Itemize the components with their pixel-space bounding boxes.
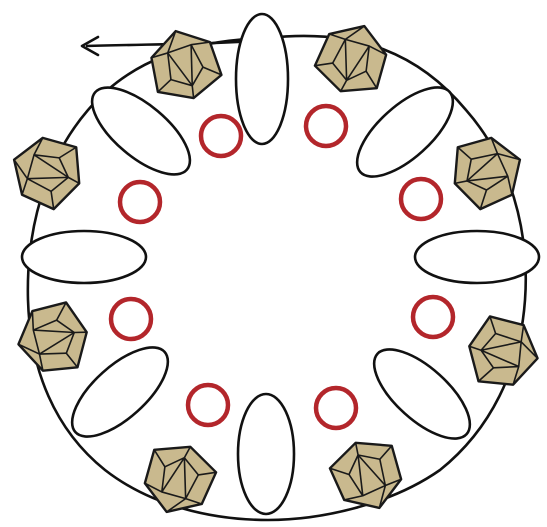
crystal-outline (3, 129, 91, 215)
oval-bead (415, 231, 539, 283)
round-bead (111, 299, 151, 339)
oval-bead (238, 394, 294, 514)
crystal-bead (310, 15, 396, 103)
crystal-bead (144, 23, 226, 107)
oval-bead-group (22, 14, 539, 514)
crystal-bead (136, 436, 222, 524)
crystal-bead (464, 314, 544, 391)
crystal-bead (13, 300, 93, 377)
crystal-outline (325, 432, 411, 520)
oval-bead (236, 14, 288, 144)
round-bead (316, 388, 356, 428)
crystal-outline (444, 129, 532, 215)
crystal-outline (13, 300, 93, 377)
crystal-outline (144, 23, 226, 107)
round-bead (306, 106, 346, 146)
round-bead (201, 116, 241, 156)
oval-bead (22, 231, 146, 283)
crystal-bead (444, 129, 532, 215)
round-bead (120, 182, 160, 222)
round-bead (401, 179, 441, 219)
crystal-bead (325, 432, 411, 520)
crystal-outline (310, 15, 396, 103)
crystal-outline (136, 436, 222, 524)
round-bead (188, 385, 228, 425)
crystal-bead (3, 129, 91, 215)
round-bead (413, 297, 453, 337)
oval-bead (360, 335, 484, 454)
